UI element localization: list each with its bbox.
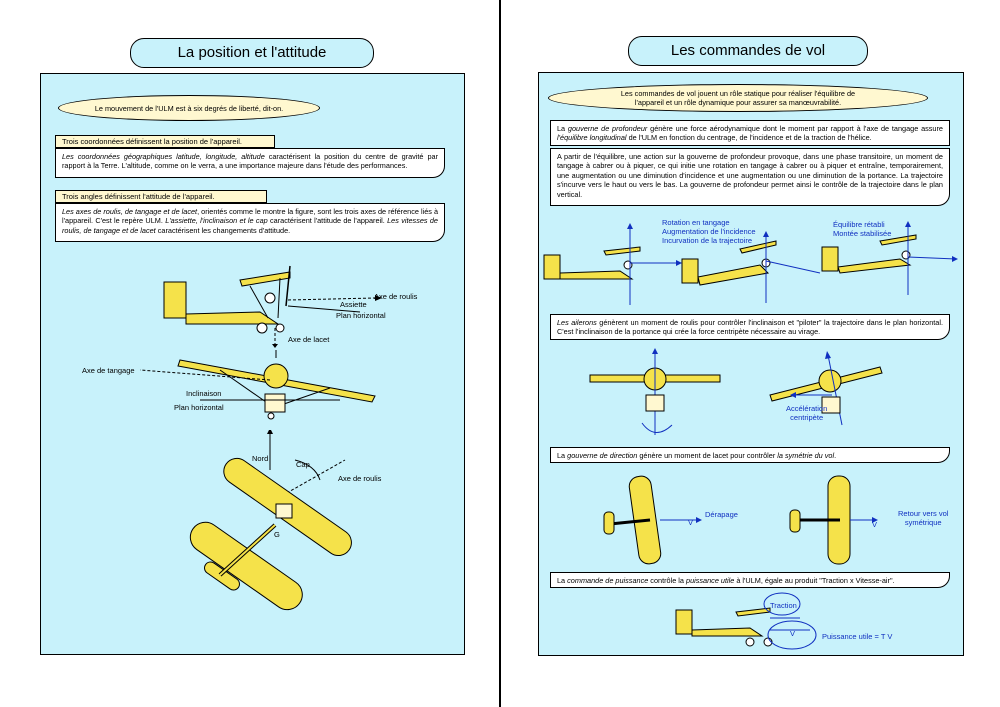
equilibre-labels: Équilibre rétabli Montée stabilisée (833, 220, 891, 238)
retour-label-2: symétrique (904, 518, 942, 527)
angles-t3: L'assiette, l'inclinaison et le cap (165, 216, 268, 226)
rudder-diagram (603, 475, 878, 565)
puis-e: à l'ULM, égale au produit "Traction x Vi… (734, 576, 895, 585)
rot-label-2: Augmentation de l'incidence (662, 227, 756, 236)
label-puissance-utile: Puissance utile = T V (822, 632, 893, 641)
label-v3: V (790, 629, 796, 638)
puis-b: commande de puissance (567, 576, 649, 585)
coords-tab: Trois coordonnées définissent la positio… (55, 135, 275, 148)
angles-t5: Les vitesses de roulis, de tangage et de… (62, 216, 438, 235)
coords-text-italic: Les coordonnées géographiques latitude, … (62, 152, 265, 161)
label-cap: Cap (296, 460, 310, 469)
coords-box: Les coordonnées géographiques latitude, … (55, 148, 445, 178)
profondeur-box-2: A partir de l'équilibre, une action sur … (550, 148, 950, 206)
right-page-title: Les commandes de vol (628, 36, 868, 66)
label-axe-roulis: Axe de roulis (374, 292, 418, 301)
label-derapage: Dérapage (705, 510, 738, 519)
label-g: G (274, 530, 280, 539)
label-traction: Traction (770, 601, 797, 610)
label-nord: Nord (252, 454, 269, 463)
label-assiette: Assiette (340, 300, 367, 309)
dir-e: . (834, 451, 837, 460)
prof-c: génère une force aérodynamique dont le m… (647, 124, 943, 133)
puis-c: contrôle la (648, 576, 687, 585)
prof-a: La (557, 124, 568, 133)
angles-t2: , orientés comme le montre la figure, so… (62, 207, 439, 226)
ailerons-box: Les ailerons génèrent un moment de rouli… (550, 314, 950, 340)
label-axe-tangage: Axe de tangage (82, 366, 135, 375)
left-page-title: La position et l'attitude (130, 38, 374, 68)
puissance-box: La commande de puissance contrôle la pui… (550, 572, 950, 588)
retour-labels: Retour vers vol symétrique (898, 509, 948, 527)
left-intro-bubble: Le mouvement de l'ULM est à six degrés d… (58, 95, 320, 121)
label-plan-horizontal-2: Plan horizontal (174, 403, 224, 412)
profondeur-box: La gouverne de profondeur génère une for… (550, 120, 950, 146)
label-v2: V (872, 520, 878, 529)
dir-d: la symétrie du vol (777, 451, 835, 460)
angles-box: Les axes de roulis, de tangage et de lac… (55, 203, 445, 242)
coords-text: caractérisent la position du centre de g… (62, 152, 438, 171)
label-v1: V (688, 518, 694, 527)
elevator-diagram (543, 221, 958, 305)
ail-b: génèrent un moment de roulis pour contrô… (557, 318, 943, 337)
prof-e: de l'ULM en fonction du centrage, de l'i… (626, 133, 872, 143)
eq-label-2: Montée stabilisée (833, 229, 892, 238)
rotation-labels: Rotation en tangage Augmentation de l'in… (662, 218, 756, 245)
ail-a: Les ailerons (557, 318, 597, 327)
rot-label-1: Rotation en tangage (662, 218, 730, 227)
accel-label-2: centripète (790, 413, 824, 422)
puis-d: puissance utile (686, 576, 735, 585)
side-view-diagram (163, 265, 382, 348)
prof-d: l'équilibre longitudinal (557, 133, 627, 143)
front-view-diagram (140, 350, 376, 420)
label-plan-horizontal: Plan horizontal (336, 311, 386, 320)
top-view-diagram (189, 430, 352, 611)
direction-box: La gouverne de direction génère un momen… (550, 447, 950, 463)
label-inclinaison: Inclinaison (186, 389, 222, 398)
label-axe-roulis-2: Axe de roulis (338, 474, 382, 483)
puis-a: La (557, 576, 568, 585)
angles-t1: Les axes de roulis, de tangage et de lac… (62, 207, 198, 216)
prof-b: gouverne de profondeur (567, 124, 648, 133)
dir-a: La (557, 451, 568, 460)
accel-label-1: Accélération (786, 404, 828, 413)
right-intro-bubble: Les commandes de vol jouent un rôle stat… (548, 84, 928, 112)
eq-label-1: Équilibre rétabli (833, 220, 885, 229)
power-diagram (675, 592, 817, 650)
angles-t6: caractérisent les changements d'attitude… (155, 225, 291, 235)
aileron-diagram (589, 348, 883, 435)
label-axe-lacet: Axe de lacet (288, 335, 330, 344)
angles-tab: Trois angles définissent l'attitude de l… (55, 190, 267, 203)
page-divider (499, 0, 501, 707)
dir-c: génère un moment de lacet pour contrôler (637, 451, 778, 460)
dir-b: gouverne de direction (567, 451, 638, 460)
retour-label-1: Retour vers vol (898, 509, 949, 518)
accel-labels: Accélération centripète (786, 404, 827, 422)
angles-t4: caractérisent l'attitude de l'appareil. (267, 216, 388, 226)
rot-label-3: Incurvation de la trajectoire (662, 236, 753, 245)
